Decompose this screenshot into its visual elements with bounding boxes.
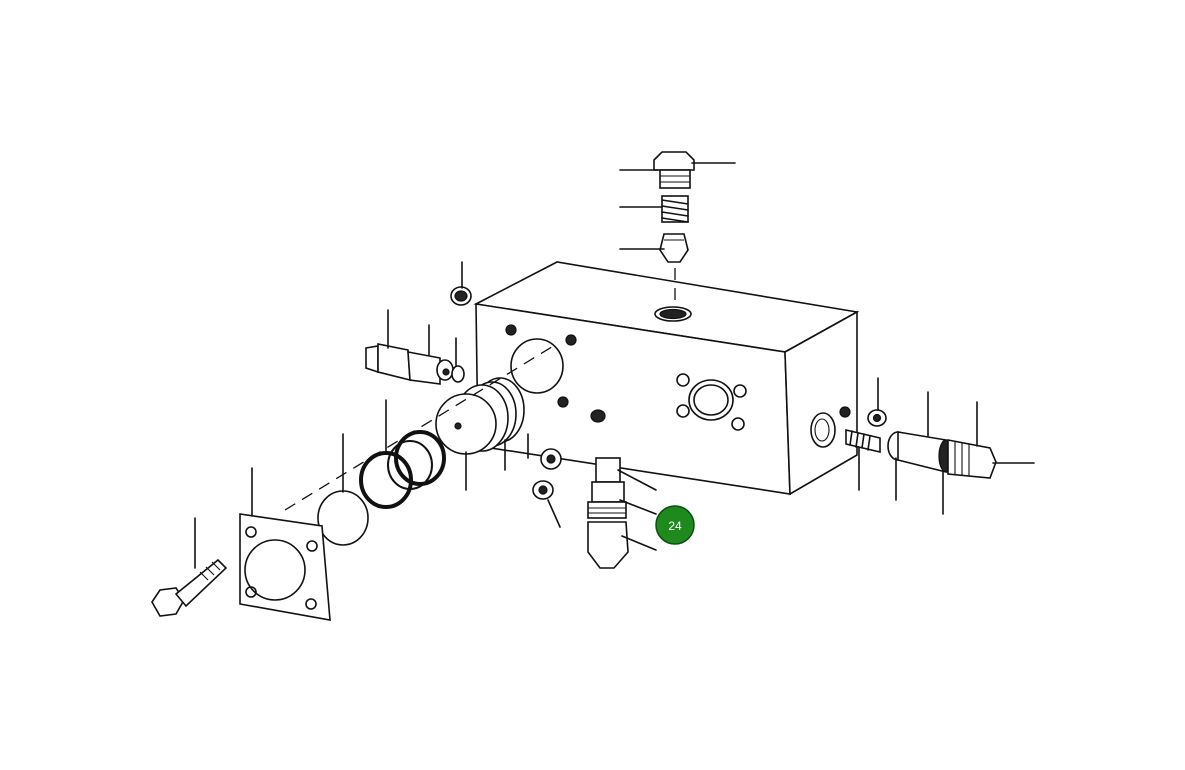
right-cartridge-valve[interactable]: [887, 431, 954, 474]
right-plug[interactable]: [947, 439, 997, 479]
o-ring-small[interactable]: [387, 430, 446, 490]
main-block[interactable]: [473, 261, 860, 496]
top-spring[interactable]: [661, 195, 689, 223]
relief-cartridge[interactable]: [587, 457, 629, 569]
left-piston[interactable]: [435, 377, 525, 455]
hex-bolt[interactable]: [151, 558, 228, 617]
top-plug[interactable]: [653, 151, 695, 189]
right-spring[interactable]: [845, 428, 881, 454]
center-plugs[interactable]: [532, 448, 562, 500]
o-ring-large[interactable]: [359, 451, 413, 509]
left-small-plug[interactable]: [450, 286, 472, 306]
leader-lines: [194, 162, 1035, 569]
seal-disc[interactable]: [317, 490, 369, 546]
callout-badge-label: 24: [668, 519, 682, 533]
cover-flange[interactable]: [239, 513, 331, 621]
left-cartridge-valve[interactable]: [365, 343, 465, 385]
right-small-plug[interactable]: [867, 409, 887, 427]
callout-badge-circle[interactable]: [655, 505, 695, 545]
top-poppet[interactable]: [659, 233, 689, 263]
callout-badge-24[interactable]: 24: [655, 505, 695, 545]
